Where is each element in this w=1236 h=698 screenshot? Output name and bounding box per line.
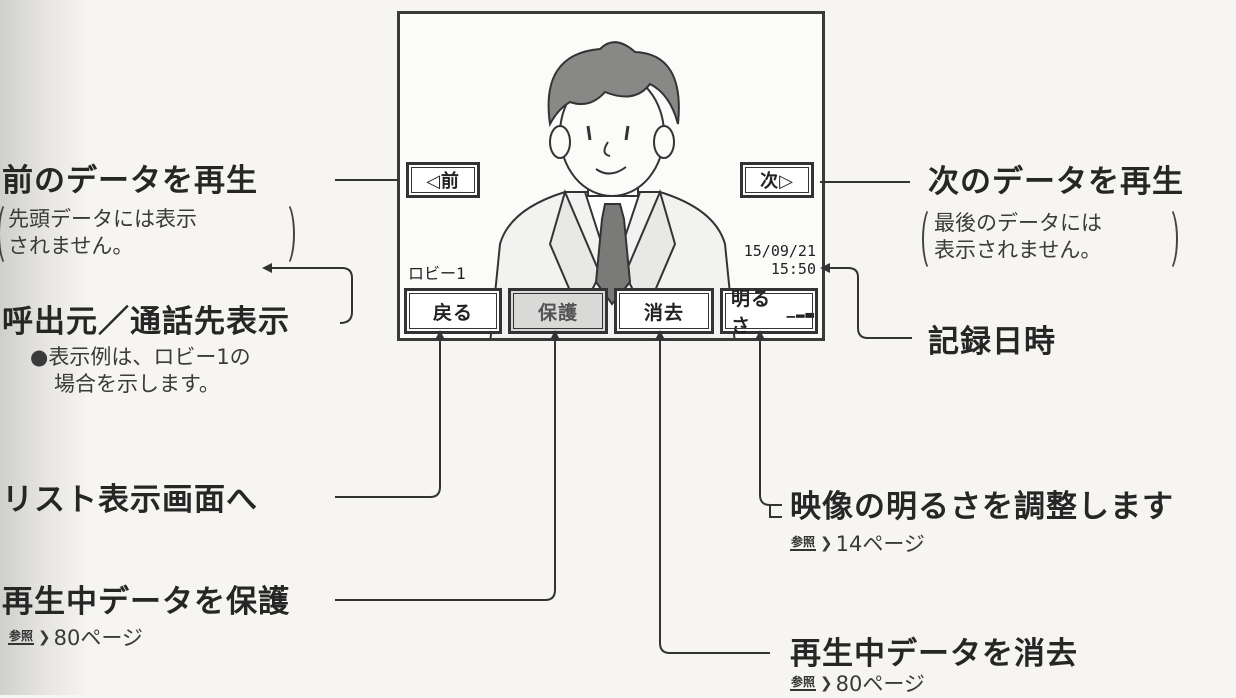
callout-datetime-title: 記録日時 xyxy=(928,324,1056,360)
reference-badge: 参照 xyxy=(8,629,35,645)
callout-protect-ref-text: 80ページ xyxy=(53,626,143,650)
callout-delete-ref: 参照 ❯ 80ページ xyxy=(790,668,925,698)
record-date: 15/09/21 xyxy=(743,242,816,260)
brightness-button[interactable]: 明るさ ▁▂▃ xyxy=(720,288,818,337)
arrow-right-icon: ❯ xyxy=(38,628,51,646)
protect-button[interactable]: 保護 xyxy=(508,288,608,334)
prev-button[interactable]: ◁前 xyxy=(406,162,480,198)
arrow-right-icon: ❯ xyxy=(820,534,833,552)
callout-caller-note-1: ●表示例は、ロビー1の xyxy=(30,345,251,369)
page-edge-shadow xyxy=(0,0,90,695)
signal-bars-icon: ▁▂▃ xyxy=(786,304,815,318)
callout-next-note-2: 表示されません。 xyxy=(934,238,1102,262)
playback-screen: ◁前 次▷ ロビー1 15/09/21 15:50 戻る 保護 消去 明るさ ▁… xyxy=(397,11,825,341)
callout-caller-note-2: 場合を示します。 xyxy=(54,372,220,396)
callout-brightness-title: 映像の明るさを調整します xyxy=(790,489,1174,525)
arrow-right-icon: ❯ xyxy=(820,674,833,692)
callout-caller-title: 呼出元／通話先表示 xyxy=(2,304,290,340)
callout-delete-ref-text: 80ページ xyxy=(835,672,925,696)
paren-right xyxy=(275,201,295,267)
reference-badge: 参照 xyxy=(790,535,817,551)
reference-badge: 参照 xyxy=(790,675,817,691)
next-button[interactable]: 次▷ xyxy=(740,162,814,198)
back-button[interactable]: 戻る xyxy=(404,288,502,334)
delete-button[interactable]: 消去 xyxy=(614,288,714,334)
callout-brightness-ref: 参照 ❯ 14ページ xyxy=(790,528,925,558)
callout-delete-title: 再生中データを消去 xyxy=(790,636,1078,672)
callout-prev-title: 前のデータを再生 xyxy=(2,163,258,199)
callout-prev-note-2: されません。 xyxy=(8,234,134,258)
caller-label: ロビー1 xyxy=(408,264,466,283)
callout-protect-ref: 参照 ❯ 80ページ xyxy=(8,622,143,652)
callout-list-title: リスト表示画面へ xyxy=(2,482,258,518)
callout-protect-title: 再生中データを保護 xyxy=(2,584,290,620)
callout-prev-note-1: 先頭データには表示 xyxy=(8,207,197,231)
callout-brightness-ref-text: 14ページ xyxy=(835,532,925,556)
paren-left xyxy=(922,206,942,272)
brightness-button-label: 明るさ xyxy=(731,288,772,337)
callout-next-title: 次のデータを再生 xyxy=(928,164,1184,200)
record-time: 15:50 xyxy=(770,260,816,278)
paren-right xyxy=(1158,206,1178,272)
callout-next-note-1: 最後のデータには xyxy=(934,211,1102,235)
